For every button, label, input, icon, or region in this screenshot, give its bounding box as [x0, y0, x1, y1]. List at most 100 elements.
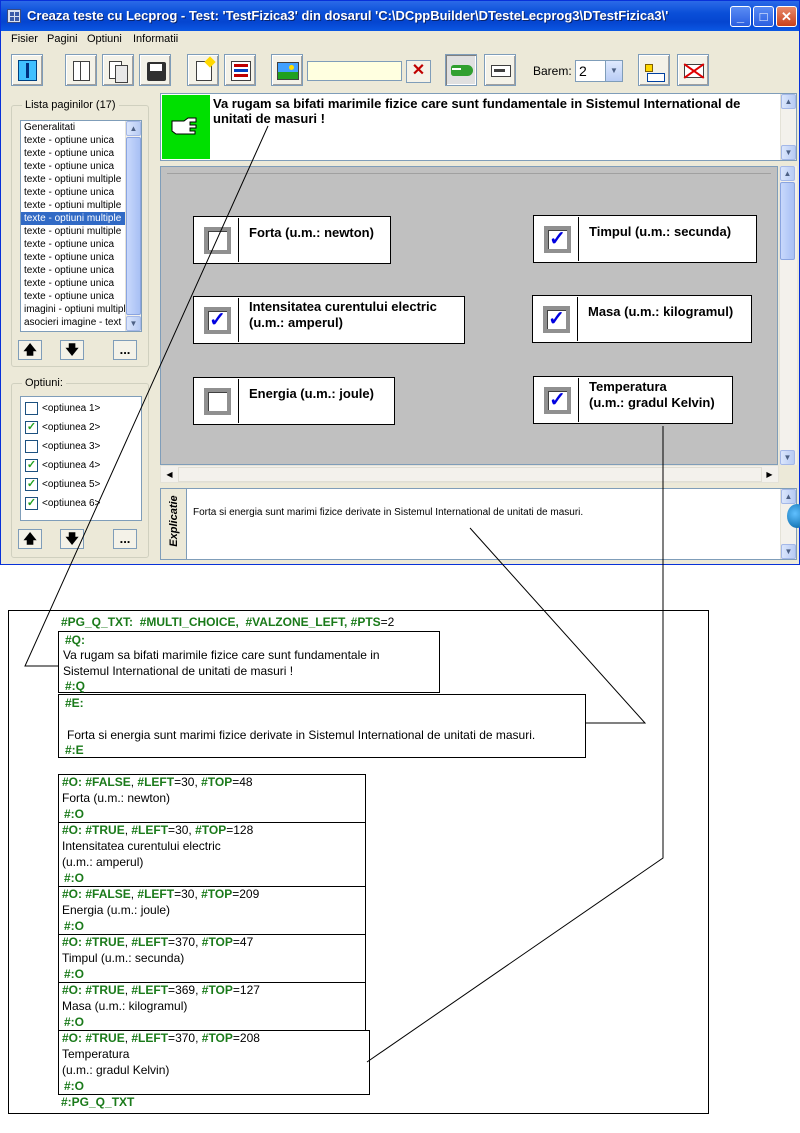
save-button[interactable]	[139, 54, 171, 86]
page-list-item[interactable]: texte - optiune unica	[24, 252, 115, 263]
design-option-box[interactable]: ✓Timpul (u.m.: secunda)	[533, 215, 757, 263]
checkbox-checked[interactable]: ✓	[25, 497, 38, 510]
question-text[interactable]: Va rugam sa bifati marimile fizice care …	[213, 96, 741, 126]
scroll-up-icon[interactable]: ▲	[780, 166, 795, 181]
page-list-item[interactable]: texte - optiuni multiple	[24, 226, 122, 237]
options-list[interactable]: <optiunea 1>✓<optiunea 2><optiunea 3>✓<o…	[20, 396, 142, 521]
scroll-thumb[interactable]	[780, 182, 795, 260]
page-up-button[interactable]: 🡅	[18, 340, 42, 360]
options-mode-button[interactable]	[445, 54, 477, 86]
app-icon[interactable]	[7, 9, 21, 23]
scroll-up-icon[interactable]: ▲	[781, 489, 796, 504]
filter-input[interactable]	[307, 61, 402, 81]
design-hscroll[interactable]: ◀ ▶	[160, 465, 779, 483]
clear-filter-button[interactable]: ✕	[406, 60, 431, 83]
scroll-thumb[interactable]	[126, 137, 141, 315]
textbox-mode-button[interactable]	[484, 54, 516, 86]
explanation-panel[interactable]: Explicatie Forta si energia sunt marimi …	[160, 488, 797, 560]
option-up-button[interactable]: 🡅	[18, 529, 42, 549]
menu-fisier[interactable]: Fisier	[11, 33, 38, 45]
page-layout-button[interactable]	[224, 54, 256, 86]
page-list-item[interactable]: asocieri imagine - text	[24, 317, 122, 328]
scroll-down-icon[interactable]: ▼	[781, 145, 796, 160]
new-page-button[interactable]	[65, 54, 97, 86]
design-canvas[interactable]: Forta (u.m.: newton) ✓Intensitatea curent…	[167, 173, 771, 459]
question-scrollbar[interactable]: ▲ ▼	[780, 94, 796, 160]
page-list-item[interactable]: texte - optiune unica	[24, 187, 115, 198]
title-bar[interactable]: Creaza teste cu Lecprog - Test: 'TestFiz…	[1, 1, 799, 31]
design-area[interactable]: Forta (u.m.: newton) ✓Intensitatea curent…	[160, 166, 778, 465]
design-option-checkbox[interactable]: ✓	[195, 298, 239, 342]
checkbox-checked[interactable]: ✓	[25, 478, 38, 491]
design-option-checkbox[interactable]: ✓	[534, 297, 578, 341]
menu-pagini[interactable]: Pagini	[47, 33, 78, 45]
scroll-down-icon[interactable]: ▼	[126, 316, 141, 331]
page-list-item[interactable]: texte - optiune unica	[24, 239, 115, 250]
scroll-thumb[interactable]	[178, 467, 762, 482]
image-icon	[277, 62, 299, 80]
option-list-item[interactable]: ✓<optiunea 6>	[21, 494, 141, 513]
pages-scrollbar[interactable]: ▲ ▼	[125, 121, 141, 331]
page-list-item[interactable]: texte - optiune unica	[24, 291, 115, 302]
scroll-right-icon[interactable]: ▶	[766, 470, 773, 479]
add-option-button[interactable]	[638, 54, 670, 86]
page-list-item[interactable]: texte - optiuni multiple	[24, 200, 122, 211]
test-button[interactable]	[11, 54, 43, 86]
maximize-button[interactable]: □	[753, 6, 774, 27]
scroll-up-icon[interactable]: ▲	[781, 94, 796, 109]
code-option-text: (u.m.: gradul Kelvin)	[62, 1063, 170, 1077]
scroll-down-icon[interactable]: ▼	[780, 450, 795, 465]
page-list-item[interactable]: Generalitati	[24, 122, 76, 133]
scroll-left-icon[interactable]: ◀	[166, 470, 173, 479]
design-vscroll[interactable]: ▲ ▼	[779, 166, 797, 465]
scroll-down-icon[interactable]: ▼	[781, 544, 796, 559]
menu-optiuni[interactable]: Optiuni	[87, 33, 122, 45]
design-option-box[interactable]: ✓Masa (u.m.: kilogramul)	[532, 295, 752, 343]
design-option-box[interactable]: Energia (u.m.: joule)	[193, 377, 395, 425]
chevron-down-icon[interactable]: ▼	[605, 61, 622, 81]
option-list-item[interactable]: ✓<optiunea 4>	[21, 456, 141, 475]
checkbox-unchecked[interactable]	[25, 440, 38, 453]
pages-list[interactable]: Generalitati texte - optiune unica texte -…	[20, 120, 142, 332]
page-list-item[interactable]: texte - optiune unica	[24, 135, 115, 146]
option-down-button[interactable]: 🡇	[60, 529, 84, 549]
page-list-item[interactable]: imagini - optiuni multiple	[24, 304, 132, 315]
page-list-item[interactable]: texte - optiune unica	[24, 265, 115, 276]
page-list-item[interactable]: texte - optiuni multiple	[24, 174, 122, 185]
page-list-item[interactable]: texte - optiune unica	[24, 148, 115, 159]
design-option-checkbox[interactable]	[195, 379, 239, 423]
option-list-item[interactable]: ✓<optiunea 5>	[21, 475, 141, 494]
page-list-item[interactable]: texte - optiune unica	[24, 278, 115, 289]
page-down-button[interactable]: 🡇	[60, 340, 84, 360]
page-list-item[interactable]: texte - optiuni multiple	[21, 212, 141, 225]
question-hand-block	[162, 95, 210, 159]
option-list-item[interactable]: <optiunea 3>	[21, 437, 141, 456]
page-list-item[interactable]: texte - optiune unica	[24, 161, 115, 172]
copy-page-button[interactable]	[102, 54, 134, 86]
option-list-item[interactable]: <optiunea 1>	[21, 399, 141, 418]
new-question-button[interactable]	[187, 54, 219, 86]
design-option-checkbox[interactable]: ✓	[535, 378, 579, 422]
option-list-item[interactable]: ✓<optiunea 2>	[21, 418, 141, 437]
checkbox-checked[interactable]: ✓	[25, 459, 38, 472]
barem-select[interactable]: 2 ▼	[575, 60, 623, 82]
design-option-box[interactable]: ✓Intensitatea curentului electric (u.m.:…	[193, 296, 465, 344]
checkbox-unchecked[interactable]	[25, 402, 38, 415]
minimize-button[interactable]: _	[730, 6, 751, 27]
question-panel[interactable]: Va rugam sa bifati marimile fizice care …	[160, 93, 797, 161]
design-option-box[interactable]: Forta (u.m.: newton)	[193, 216, 391, 264]
design-option-checkbox[interactable]	[195, 218, 239, 262]
design-option-box[interactable]: ✓Temperatura (u.m.: gradul Kelvin)	[533, 376, 733, 424]
menu-informatii[interactable]: Informatii	[133, 33, 179, 45]
explanation-text[interactable]: Forta si energia sunt marimi fizice deri…	[193, 507, 584, 518]
close-button[interactable]: ✕	[776, 6, 797, 27]
checkbox-checked[interactable]: ✓	[25, 421, 38, 434]
image-button[interactable]	[271, 54, 303, 86]
option-more-button[interactable]: ...	[113, 529, 137, 549]
page-more-button[interactable]: ...	[113, 340, 137, 360]
explanation-scrollbar[interactable]: ▲ ▼	[780, 489, 796, 559]
delete-option-button[interactable]	[677, 54, 709, 86]
scroll-up-icon[interactable]: ▲	[126, 121, 141, 136]
code-option-text: (u.m.: amperul)	[62, 855, 144, 869]
design-option-checkbox[interactable]: ✓	[535, 217, 579, 261]
